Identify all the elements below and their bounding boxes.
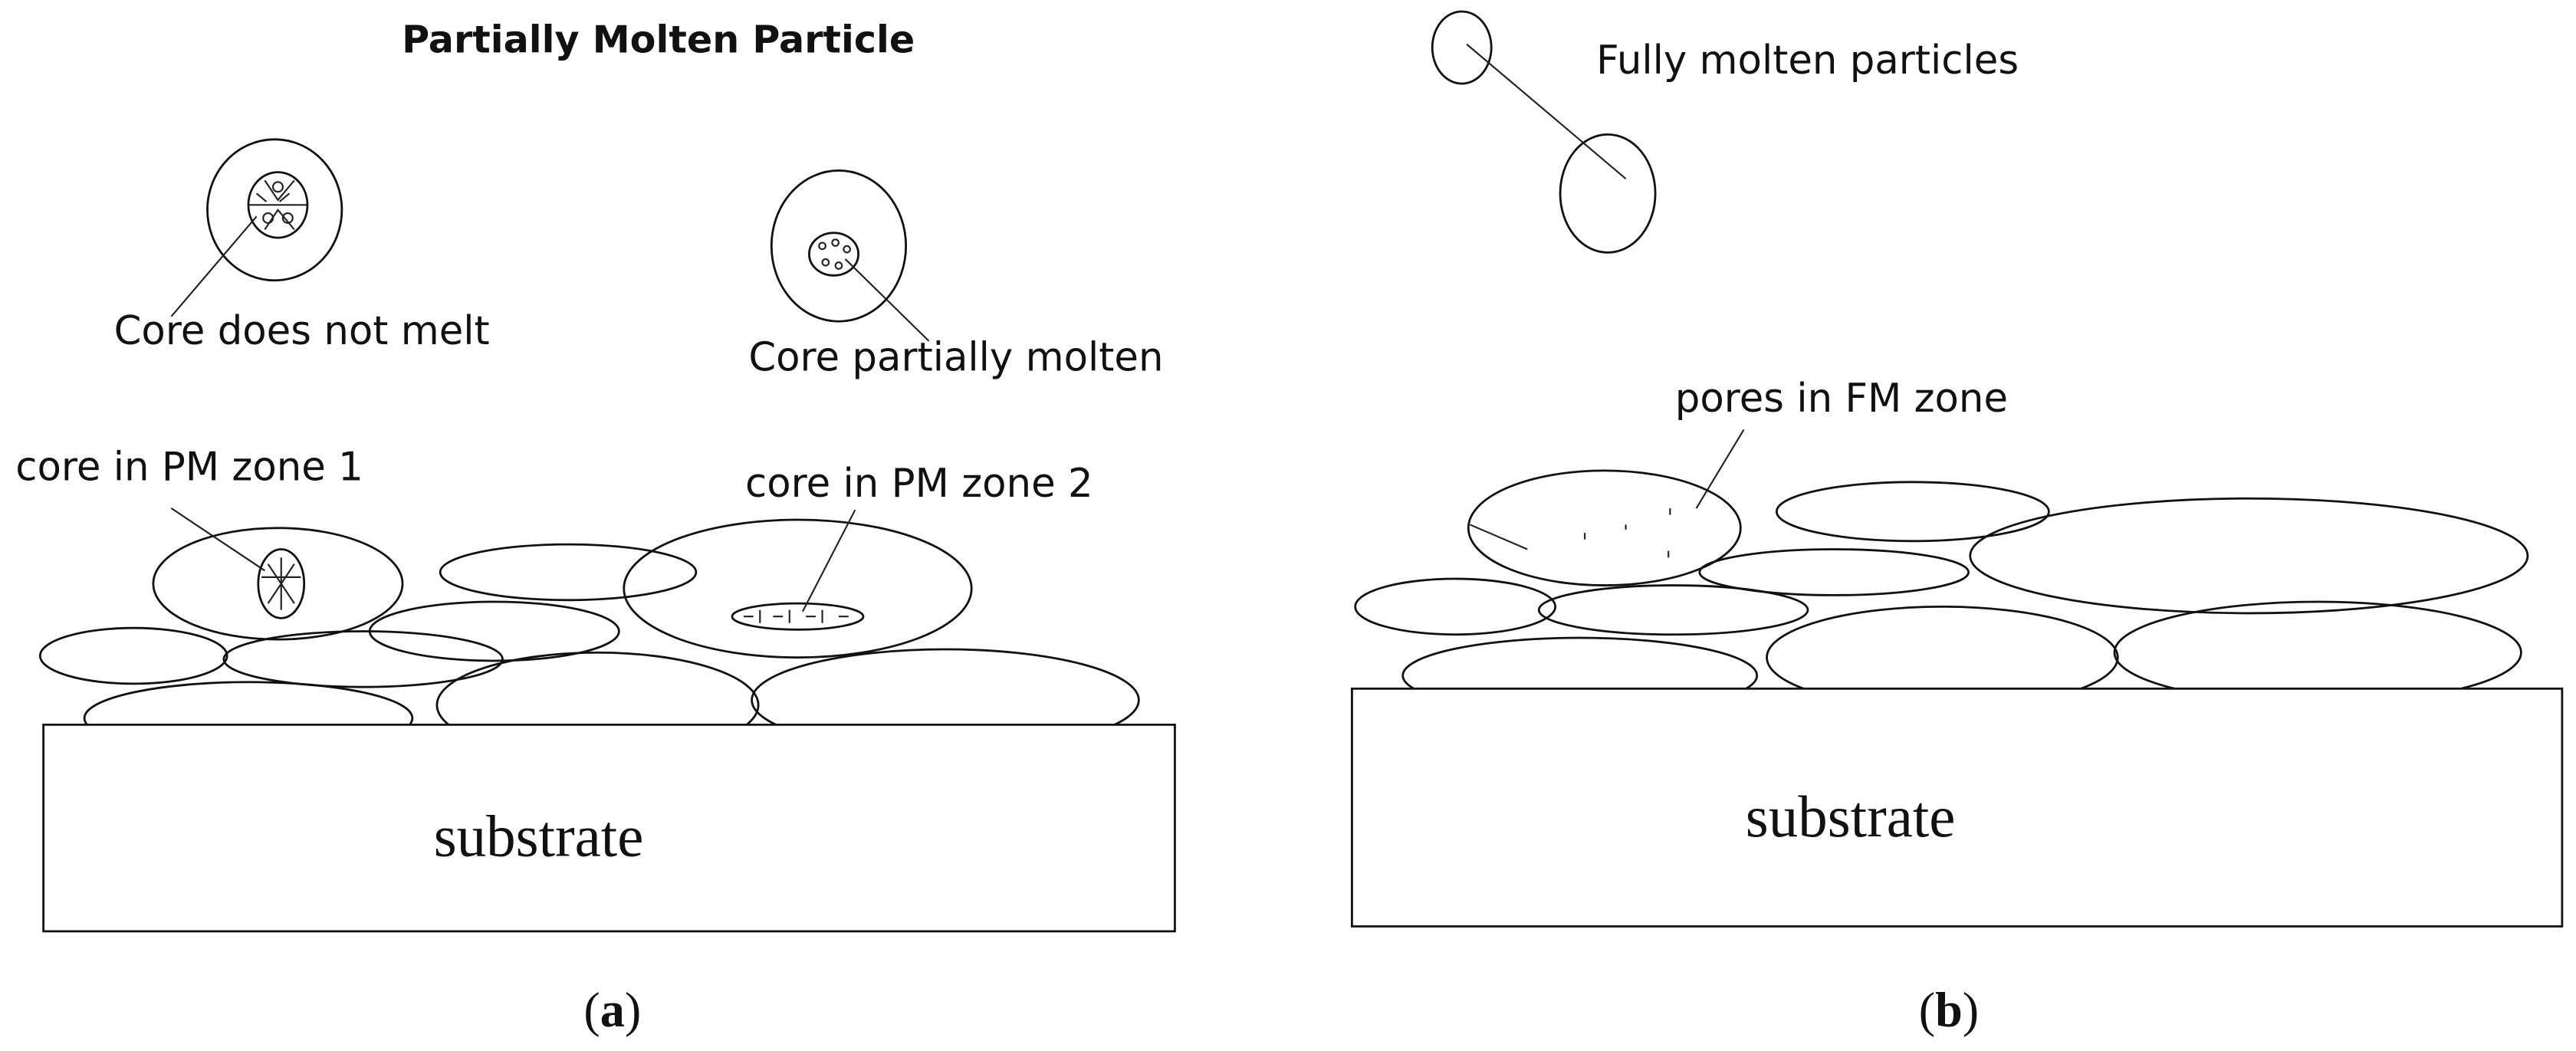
substrate-a-label: substrate (434, 803, 644, 869)
substrate-b-label: substrate (1746, 783, 1956, 849)
caption-a: (a) (583, 983, 641, 1037)
particle-partial-core (770, 169, 930, 342)
label-core-pm-zone-2: core in PM zone 2 (745, 461, 1093, 507)
mask (2, 724, 1233, 1051)
label-core-partially-molten: Core partially molten (748, 334, 1163, 380)
panel-a-title: Partially Molten Particle (402, 17, 915, 61)
label-fully-molten-particles: Fully molten particles (1596, 38, 2019, 84)
fully-molten-particles (1431, 10, 1657, 254)
label-pores-fm-zone: pores in FM zone (1675, 376, 2008, 422)
substrate-b (1351, 687, 2564, 928)
panel-a: Partially Molten Particle Core does not … (2, 17, 1233, 1051)
particle-unmelted-core (170, 138, 343, 317)
label-core-pm-zone-1: core in PM zone 1 (15, 445, 363, 491)
splat-layer-b (1354, 429, 2529, 714)
substrate-a (42, 723, 1176, 933)
mask (1314, 688, 2574, 1051)
splat-layer-a (38, 507, 1140, 759)
panel-b: Fully molten particles pores in FM zone … (1314, 10, 2574, 1051)
label-core-does-not-melt: Core does not melt (114, 308, 490, 354)
caption-b: (b) (1919, 983, 1979, 1037)
